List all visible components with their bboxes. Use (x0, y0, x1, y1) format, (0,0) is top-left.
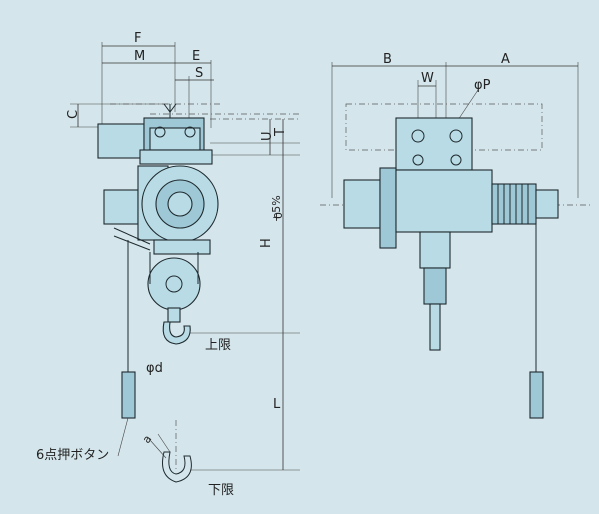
push-button-label: 6点押ボタン (36, 448, 109, 463)
dim-P-label: φP (474, 78, 491, 93)
dim-C-label: C (66, 110, 81, 119)
dim-E-label: E (192, 49, 200, 64)
dim-S-label: S (195, 66, 203, 81)
dim-M-label: M (134, 49, 145, 64)
dim-U-label: U (260, 131, 275, 141)
dim-A-label: A (501, 52, 510, 67)
side-view (70, 42, 300, 483)
lower-limit-label: 下限 (208, 483, 234, 498)
dim-a-label: a (140, 433, 155, 446)
dim-W-label: W (421, 71, 434, 86)
dim-d-label: φd (146, 361, 163, 376)
dim-L-label: L (273, 397, 281, 412)
dim-T-label: T (273, 128, 288, 137)
dim-H-tolerance-lower: 0 (272, 212, 285, 219)
upper-limit-label: 上限 (205, 338, 231, 353)
bellows (497, 184, 529, 224)
dim-B-label: B (383, 52, 392, 67)
dim-F-label: F (134, 31, 141, 46)
dim-H-label: H (259, 238, 274, 248)
dim-H-tolerance-upper: +5% (270, 195, 283, 222)
front-view (320, 62, 590, 419)
